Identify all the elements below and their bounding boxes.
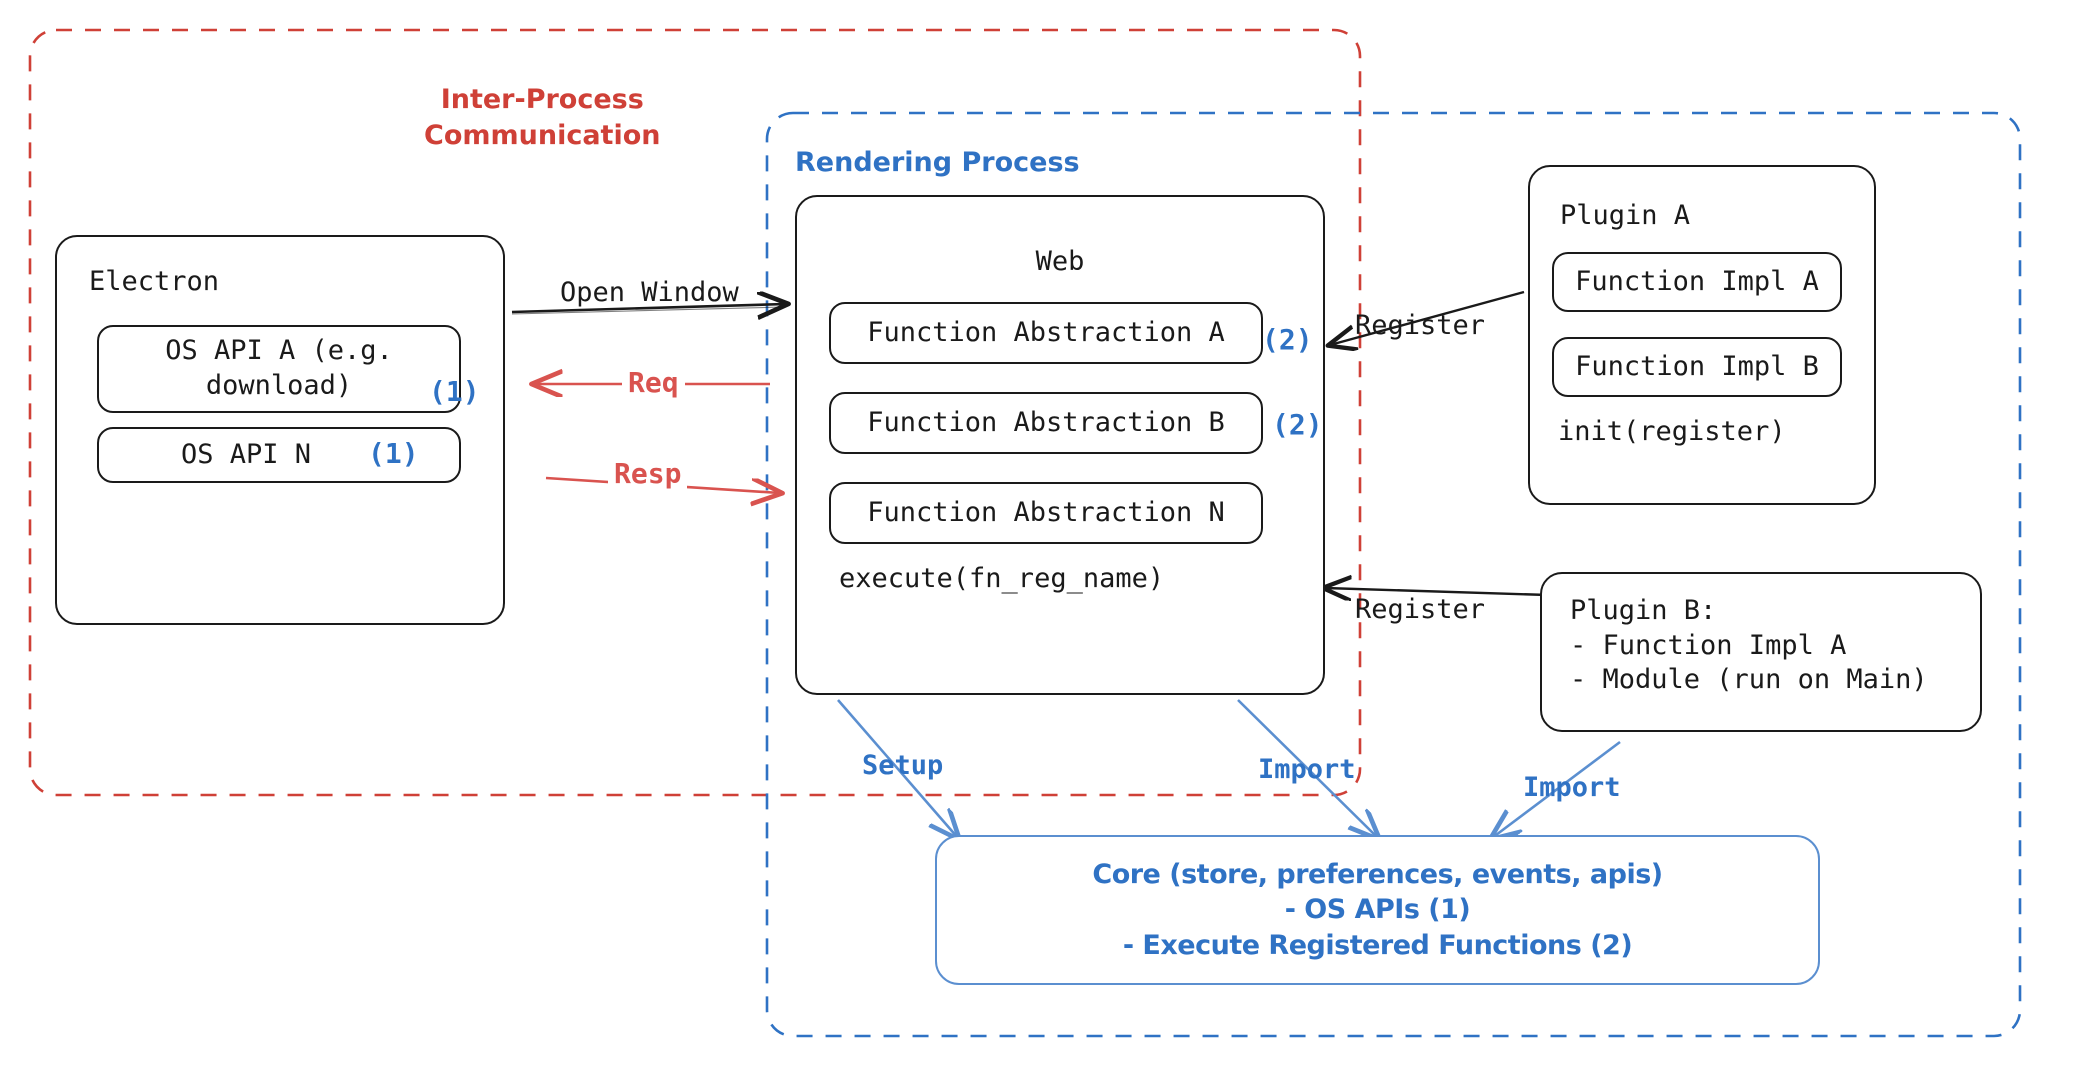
import-plugin-b-edge-label: Import [1523,772,1621,803]
plugin-a-init-label: init(register) [1558,416,1786,447]
function-impl-a-label: Function Impl A [1575,265,1819,297]
resp-edge-label: Resp [608,456,688,493]
register-bottom-edge-label: Register [1355,594,1486,625]
core-line-1: Core (store, preferences, events, apis) [1092,858,1663,890]
plugin-a-title: Plugin A [1560,200,1691,231]
plugin-a-box[interactable]: Plugin A Function Impl A Function Impl B… [1528,165,1876,505]
os-api-a-annotation: (1) [429,375,480,408]
electron-title: Electron [89,266,220,297]
open-window-edge-label: Open Window [560,277,739,308]
os-api-n-box[interactable]: OS API N [97,427,461,483]
plugin-b-box[interactable]: Plugin B: - Function Impl A - Module (ru… [1540,572,1982,732]
function-abstraction-a-annotation: (2) [1262,323,1313,356]
core-line-3: - Execute Registered Functions (2) [1122,929,1633,961]
web-title: Web [1035,246,1085,277]
function-abstraction-n-box[interactable]: Function Abstraction N [829,482,1263,544]
function-abstraction-a-box[interactable]: Function Abstraction A [829,302,1263,364]
os-api-a-box[interactable]: OS API A (e.g. download) [97,325,461,413]
function-impl-b-box[interactable]: Function Impl B [1552,337,1842,397]
core-line-2: - OS APIs (1) [1284,894,1471,926]
function-abstraction-n-label: Function Abstraction N [867,496,1225,528]
function-abstraction-b-annotation: (2) [1272,408,1323,441]
os-api-a-label: OS API A (e.g. download) [165,335,393,401]
web-box[interactable]: Web Function Abstraction A Function Abst… [795,195,1325,695]
plugin-b-lines: Plugin B: - Function Impl A - Module (ru… [1570,595,1928,696]
electron-box[interactable]: Electron OS API A (e.g. download) (1) OS… [55,235,505,625]
core-box[interactable]: Core (store, preferences, events, apis) … [935,835,1820,985]
register-top-edge-label: Register [1355,310,1486,341]
function-impl-a-box[interactable]: Function Impl A [1552,252,1842,312]
os-api-n-label: OS API N [180,438,312,470]
os-api-n-annotation: (1) [368,437,419,470]
function-impl-b-label: Function Impl B [1575,350,1819,382]
function-abstraction-a-label: Function Abstraction A [867,316,1225,348]
function-abstraction-b-box[interactable]: Function Abstraction B [829,392,1263,454]
setup-edge-label: Setup [862,750,944,781]
web-execute-label: execute(fn_reg_name) [839,563,1165,594]
rendering-process-group-title: Rendering Process [795,147,1080,178]
import-web-edge-label: Import [1258,754,1356,785]
function-abstraction-b-label: Function Abstraction B [867,406,1225,438]
req-edge-label: Req [622,365,685,402]
ipc-group-title: Inter-Process Communication [424,84,661,152]
